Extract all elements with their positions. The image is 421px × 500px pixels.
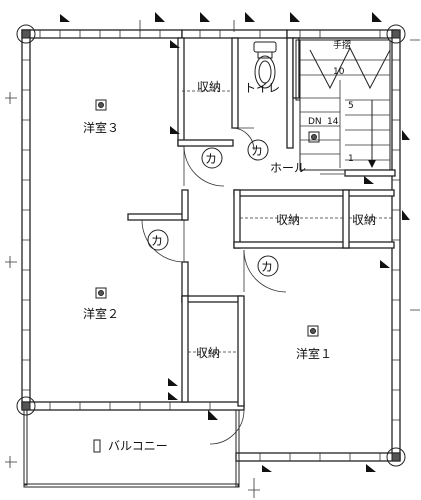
cupboard-markers: カ カ カ カ (147, 139, 279, 277)
staircase (295, 39, 391, 171)
ceiling-lights (93, 99, 320, 453)
room-label-western-3: 洋室３ (83, 120, 119, 135)
room-label-storage-center-right: 収納 (352, 213, 376, 227)
storage-rails (182, 90, 392, 353)
corner-columns (16, 24, 406, 467)
room-label-storage-bottom: 収納 (196, 346, 220, 360)
room-label-storage-top: 収納 (197, 80, 221, 94)
cupboard-mark-1: カ (205, 152, 217, 166)
cupboard-mark-4: カ (261, 260, 273, 274)
room-label-toilet: トイレ (244, 81, 280, 95)
toilet-fixture (253, 41, 277, 89)
leader-lines (5, 20, 420, 498)
doors (141, 127, 287, 445)
room-labels: 洋室３ 洋室２ 洋室１ 収納 収納 収納 収納 トイレ ホール バルコニー (83, 80, 376, 453)
interior-walls (127, 37, 396, 407)
room-label-storage-center-left: 収納 (276, 213, 300, 227)
wall-hatching (22, 30, 400, 461)
stair-step-14: 14 (327, 117, 339, 127)
stair-step-5: 5 (348, 101, 354, 111)
room-label-hall: ホール (270, 161, 306, 175)
stair-down-label: DN (308, 117, 322, 127)
stair-handrail-label: 手摺 (333, 39, 351, 51)
stair-labels: 手摺 DN 10 5 1 14 (308, 39, 354, 164)
stair-step-10: 10 (333, 67, 345, 77)
room-label-western-1: 洋室１ (296, 346, 332, 361)
cupboard-mark-2: カ (251, 144, 263, 158)
stair-step-1: 1 (348, 154, 354, 164)
room-label-western-2: 洋室２ (83, 306, 119, 321)
room-label-balcony: バルコニー (108, 439, 168, 453)
cupboard-mark-3: カ (151, 234, 163, 248)
dimension-marks (60, 12, 410, 472)
